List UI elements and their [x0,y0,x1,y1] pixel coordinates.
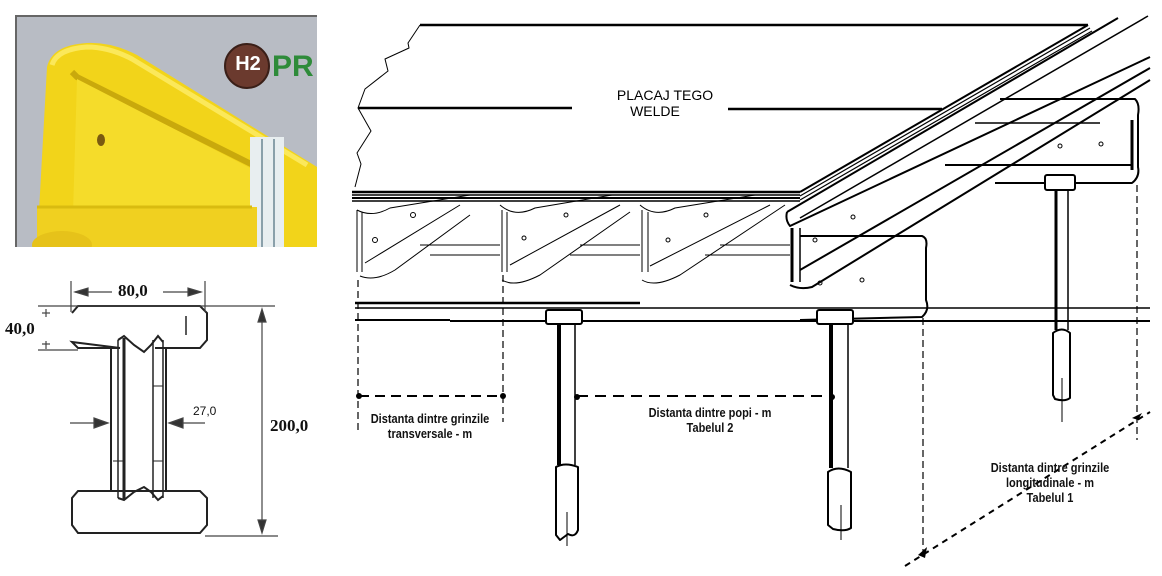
props-distance-note: Distanta dintre popi - m Tabelul 2 [635,406,785,436]
dim-web-label: 27,0 [193,404,217,418]
transverse-beams [356,194,790,284]
plywood-label-line1: PLACAJ TEGO [616,87,714,103]
section-bottom-flange [71,490,208,534]
beam-photo: H2 PR [15,15,317,247]
props [545,174,1076,546]
beam-section-drawing [38,281,278,537]
beam-photo-drawing [17,17,317,247]
props-note-line2: Tabelul 2 [686,421,734,435]
plywood-label-line2: WELDE [630,103,680,119]
logo-brand-text: PR [272,50,314,83]
longitudinal-note-line1: Distanta dintre grinzile [990,461,1110,475]
longitudinal-note-line3: Tabelul 1 [1026,491,1074,505]
plywood-label: PLACAJ TEGO WELDE [590,87,740,119]
transverse-note-line1: Distanta dintre grinzile [370,412,490,426]
longitudinal-distance-note: Distanta dintre grinzile longitudinale -… [975,461,1125,506]
dim-width-label: 80,0 [118,281,148,300]
logo-badge-mark: H2 [235,53,261,75]
transverse-note-line2: transversale - m [387,427,473,441]
transverse-distance-note: Distanta dintre grinzile transversale - … [360,412,501,442]
plywood-break-line [354,24,421,188]
dim-height-label: 200,0 [270,416,309,435]
dim-flange-label: 40,0 [5,319,35,338]
longitudinal-note-line2: longitudinale - m [1006,476,1094,490]
props-note-line1: Distanta dintre popi - m [648,406,772,420]
